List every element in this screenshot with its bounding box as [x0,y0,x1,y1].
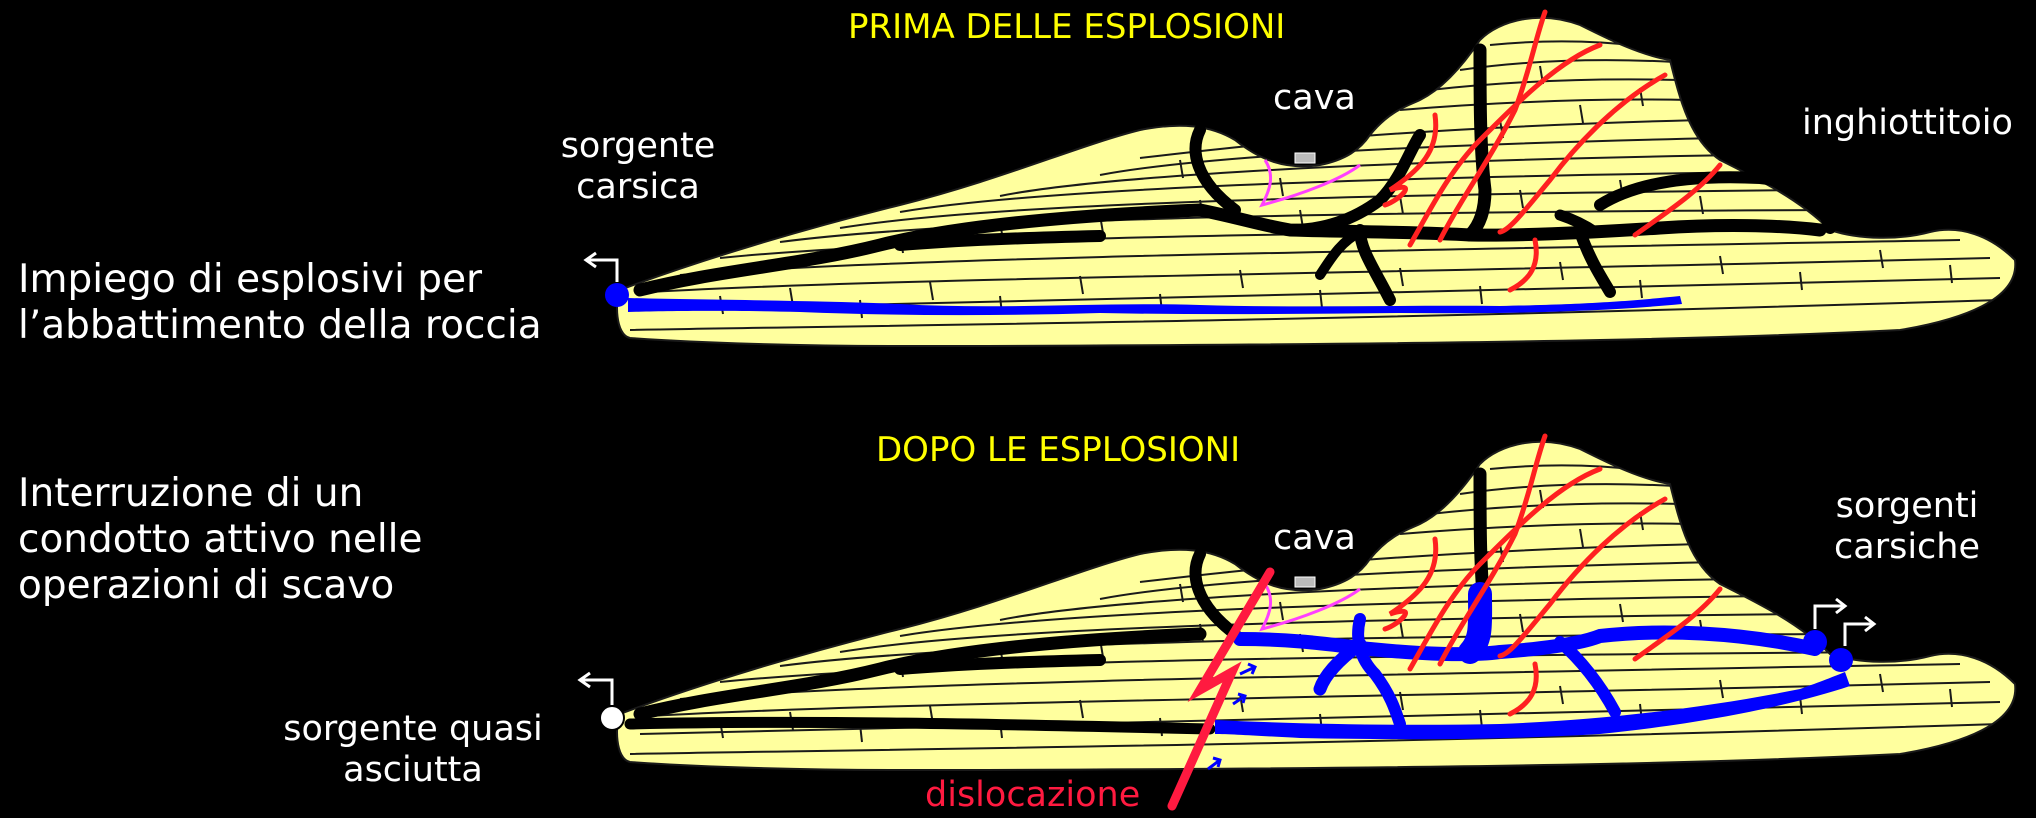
top-cross-section [586,12,2015,346]
bottom-cross-section [580,436,2015,770]
dry-spring-label: sorgente quasi asciutta [268,709,558,792]
top-spring-arrow [586,253,617,282]
new-spring-2 [1829,648,1853,672]
dry-spring-arrow [580,673,612,705]
bottom-panel-title: DOPO LE ESPLOSIONI [876,430,1240,470]
fault-label: dislocazione [925,775,1140,816]
top-spring-label: sorgente carsica [548,126,728,209]
sinkhole-label: inghiottitoio [1802,103,2013,144]
top-karst-spring [605,283,629,307]
bottom-quarry-label: cava [1273,518,1356,559]
karst-springs-label: sorgenti carsiche [1827,486,1987,569]
top-quarry-icon [1295,153,1315,163]
conduit-interruption-description: Interruzione di un condotto attivo nelle… [18,471,518,609]
top-panel-title: PRIMA DELLE ESPLOSIONI [848,7,1285,47]
dry-spring [600,706,624,730]
top-quarry-label: cava [1273,78,1356,119]
explosives-description: Impiego di esplosivi per l’abbattimento … [18,257,558,349]
new-spring-1 [1803,630,1827,654]
bottom-quarry-icon [1295,577,1315,587]
